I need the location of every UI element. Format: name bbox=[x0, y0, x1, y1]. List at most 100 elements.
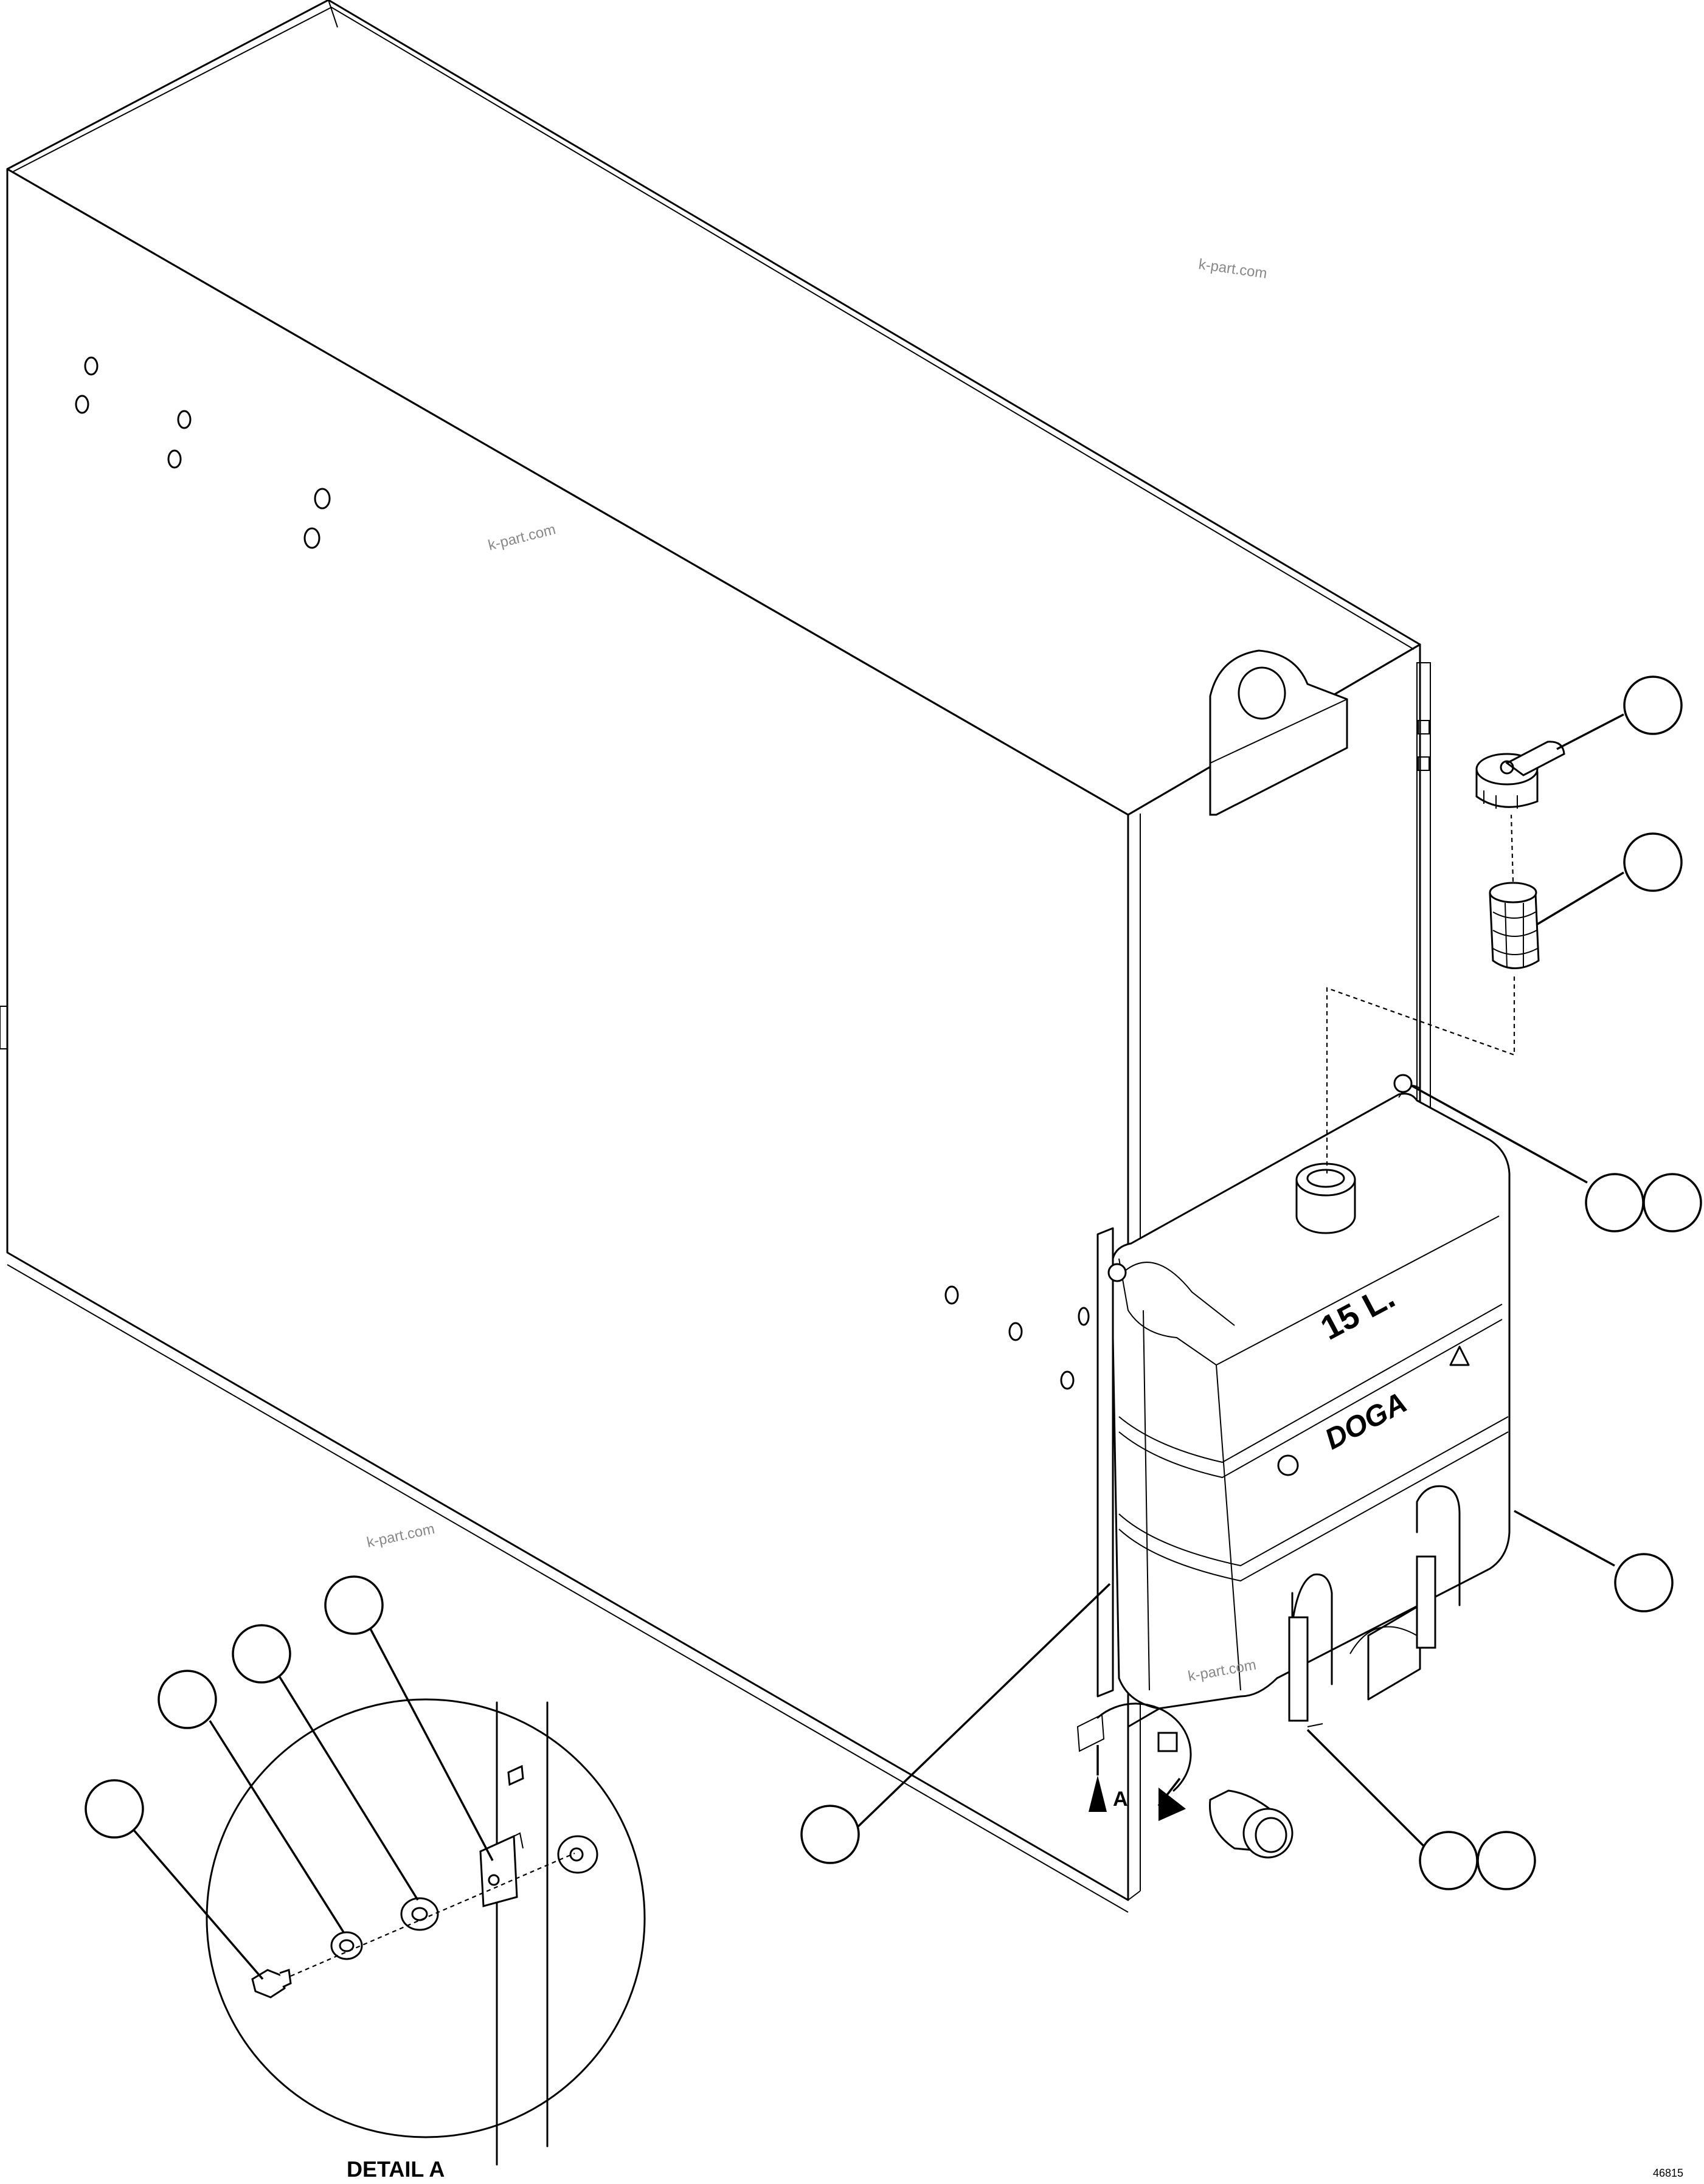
leader-bracket-tab bbox=[368, 1626, 494, 1861]
view-arrow-left-icon bbox=[1089, 1775, 1107, 1812]
cabinet-hinge-knuckle bbox=[1418, 756, 1430, 771]
detail-a-bolt-shank bbox=[279, 1969, 292, 1988]
assembly-dash-line bbox=[1326, 973, 1515, 1173]
watermark: k-part.com bbox=[487, 521, 558, 554]
cap-center-icon bbox=[1500, 760, 1514, 775]
mount-hole bbox=[75, 395, 89, 414]
leader-lock-washer bbox=[209, 1720, 345, 1933]
pump-motor-body bbox=[1288, 1616, 1309, 1722]
leader-rear-bolt bbox=[1410, 1084, 1588, 1184]
filler-strainer bbox=[1489, 882, 1540, 969]
tank-groove-2 bbox=[1118, 1416, 1509, 1567]
leader-tank bbox=[1514, 1510, 1615, 1567]
leader-cap bbox=[1556, 713, 1624, 750]
tank-rear-bolt bbox=[1393, 1074, 1413, 1093]
tank-groove-1 bbox=[1118, 1304, 1503, 1463]
pump-motor-body bbox=[1416, 1555, 1436, 1649]
callout-circle bbox=[1585, 1173, 1644, 1232]
callout-circle bbox=[1477, 1831, 1536, 1890]
pump-wire bbox=[1349, 1626, 1418, 1654]
tank-shoulder-inner bbox=[1124, 1262, 1235, 1326]
callout-circle bbox=[1419, 1831, 1478, 1890]
tank-outlet-cap-inner bbox=[1255, 1817, 1287, 1853]
leader-bracket bbox=[856, 1583, 1111, 1828]
tank-lower-bolt bbox=[1157, 1732, 1178, 1752]
cabinet-bottom-edge bbox=[7, 1264, 1129, 1913]
callout-circle bbox=[1623, 832, 1683, 892]
tank-lower-bracket-tab bbox=[1076, 1713, 1105, 1752]
detail-a: DETAIL A bbox=[206, 1698, 646, 2182]
view-letter: A bbox=[1113, 1788, 1128, 1811]
mount-hole bbox=[944, 1285, 959, 1305]
cabinet-hinge-knuckle bbox=[1418, 720, 1430, 734]
mount-hole bbox=[1008, 1322, 1023, 1341]
cabinet-bottom-corner bbox=[1127, 1890, 1141, 1901]
pump-recess-left bbox=[1291, 1573, 1333, 1685]
mount-hole bbox=[1078, 1307, 1090, 1326]
bracket-left-flange bbox=[1096, 1227, 1114, 1698]
pump-outlet bbox=[1307, 1723, 1323, 1727]
watermark: k-part.com bbox=[365, 1521, 436, 1551]
detail-a-circle bbox=[206, 1698, 646, 2138]
view-arrow-shaft bbox=[1157, 1777, 1181, 1807]
callout-leaders bbox=[133, 713, 1624, 1980]
tank-level-plug-icon bbox=[1277, 1454, 1299, 1476]
tank-groove-2b bbox=[1118, 1431, 1509, 1582]
mount-hole bbox=[177, 410, 192, 429]
callout-circle bbox=[1614, 1553, 1674, 1612]
mount-hole bbox=[314, 488, 331, 510]
detail-a-assembly-line bbox=[290, 1852, 575, 1977]
detail-a-title: DETAIL A bbox=[347, 2157, 445, 2182]
callouts bbox=[85, 676, 1702, 1890]
pump-recess-right bbox=[1416, 1485, 1461, 1606]
mount-hole bbox=[303, 527, 320, 549]
view-arrow-right-icon bbox=[1159, 1788, 1186, 1821]
strainer-mesh bbox=[1492, 902, 1538, 969]
cabinet-left-tab bbox=[0, 1006, 8, 1049]
filler-cap bbox=[1475, 741, 1565, 809]
lifting-eye-hole bbox=[1238, 666, 1286, 720]
callout-circle bbox=[800, 1805, 860, 1864]
mount-hole bbox=[84, 356, 99, 376]
tank-groove-1b bbox=[1118, 1319, 1503, 1479]
leader-pump bbox=[1306, 1729, 1430, 1853]
tank-bracket bbox=[1096, 1227, 1421, 1701]
detail-a-bracket-fold bbox=[513, 1832, 524, 1849]
detail-a-lock-washer-hole bbox=[339, 1939, 355, 1952]
mount-hole bbox=[167, 449, 182, 469]
callout-circle bbox=[158, 1670, 217, 1729]
watermark: k-part.com bbox=[1197, 256, 1268, 282]
lifting-eye-plate bbox=[1209, 649, 1348, 816]
callout-circle bbox=[85, 1779, 144, 1839]
detail-a-view-arc bbox=[1096, 1702, 1192, 1792]
detail-a-marker: A bbox=[1089, 1702, 1192, 1821]
detail-a-frame-bolt bbox=[507, 1764, 524, 1786]
drawing-ref-number: 46815 bbox=[1653, 2167, 1683, 2179]
strainer-rim bbox=[1489, 882, 1537, 904]
strainer-body bbox=[1489, 893, 1540, 969]
callout-circle bbox=[1623, 676, 1683, 735]
detail-a-lock-washer bbox=[330, 1931, 363, 1960]
tank-left-seam bbox=[1143, 1310, 1150, 1691]
callout-circle bbox=[324, 1575, 384, 1635]
cabinet-front-face bbox=[6, 168, 1129, 1901]
leader-bolt bbox=[133, 1829, 264, 1980]
tank-outlet-cap bbox=[1242, 1808, 1294, 1859]
lifting-eye-fold bbox=[1210, 699, 1348, 764]
cabinet-holes bbox=[75, 356, 1090, 1390]
assembly-dash-line bbox=[1510, 814, 1514, 882]
leader-flat-washer bbox=[277, 1674, 419, 1901]
tank-fill-neck-rim bbox=[1295, 1163, 1356, 1197]
callout-circle bbox=[1643, 1173, 1702, 1232]
recycle-symbol-icon bbox=[1449, 1346, 1470, 1366]
cabinet-top-face bbox=[6, 0, 1421, 816]
detail-a-flat-washer bbox=[400, 1897, 439, 1931]
cap-tether-tab bbox=[1505, 741, 1565, 776]
detail-a-bracket-hole bbox=[488, 1874, 500, 1886]
bracket-right-flange bbox=[1367, 1604, 1421, 1701]
callout-circle bbox=[232, 1624, 291, 1684]
lifting-eye bbox=[1209, 649, 1348, 816]
tank-fill-opening bbox=[1306, 1169, 1345, 1188]
mount-hole bbox=[1060, 1370, 1075, 1390]
